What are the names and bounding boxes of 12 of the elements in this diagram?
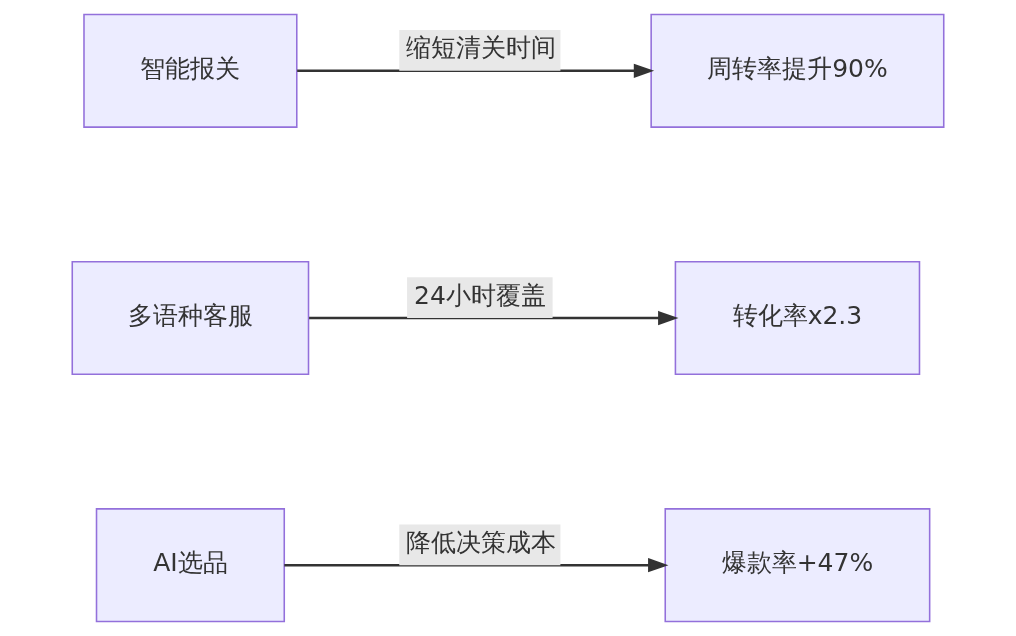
arrow [309, 310, 679, 326]
node-box: 多语种客服 [71, 260, 310, 376]
node-box: 爆款率+47% [664, 508, 931, 623]
edge-label: 24小时覆盖 [414, 280, 546, 310]
arrow [284, 558, 669, 573]
node-box: 周转率提升90% [650, 13, 945, 128]
node-box: 转化率x2.3 [674, 260, 921, 376]
edge-label: 降低决策成本 [406, 527, 557, 557]
node-box: 智能报关 [83, 13, 298, 128]
arrow [297, 63, 655, 78]
node-box: AI选品 [95, 508, 286, 623]
edge-label: 缩短清关时间 [406, 33, 557, 63]
